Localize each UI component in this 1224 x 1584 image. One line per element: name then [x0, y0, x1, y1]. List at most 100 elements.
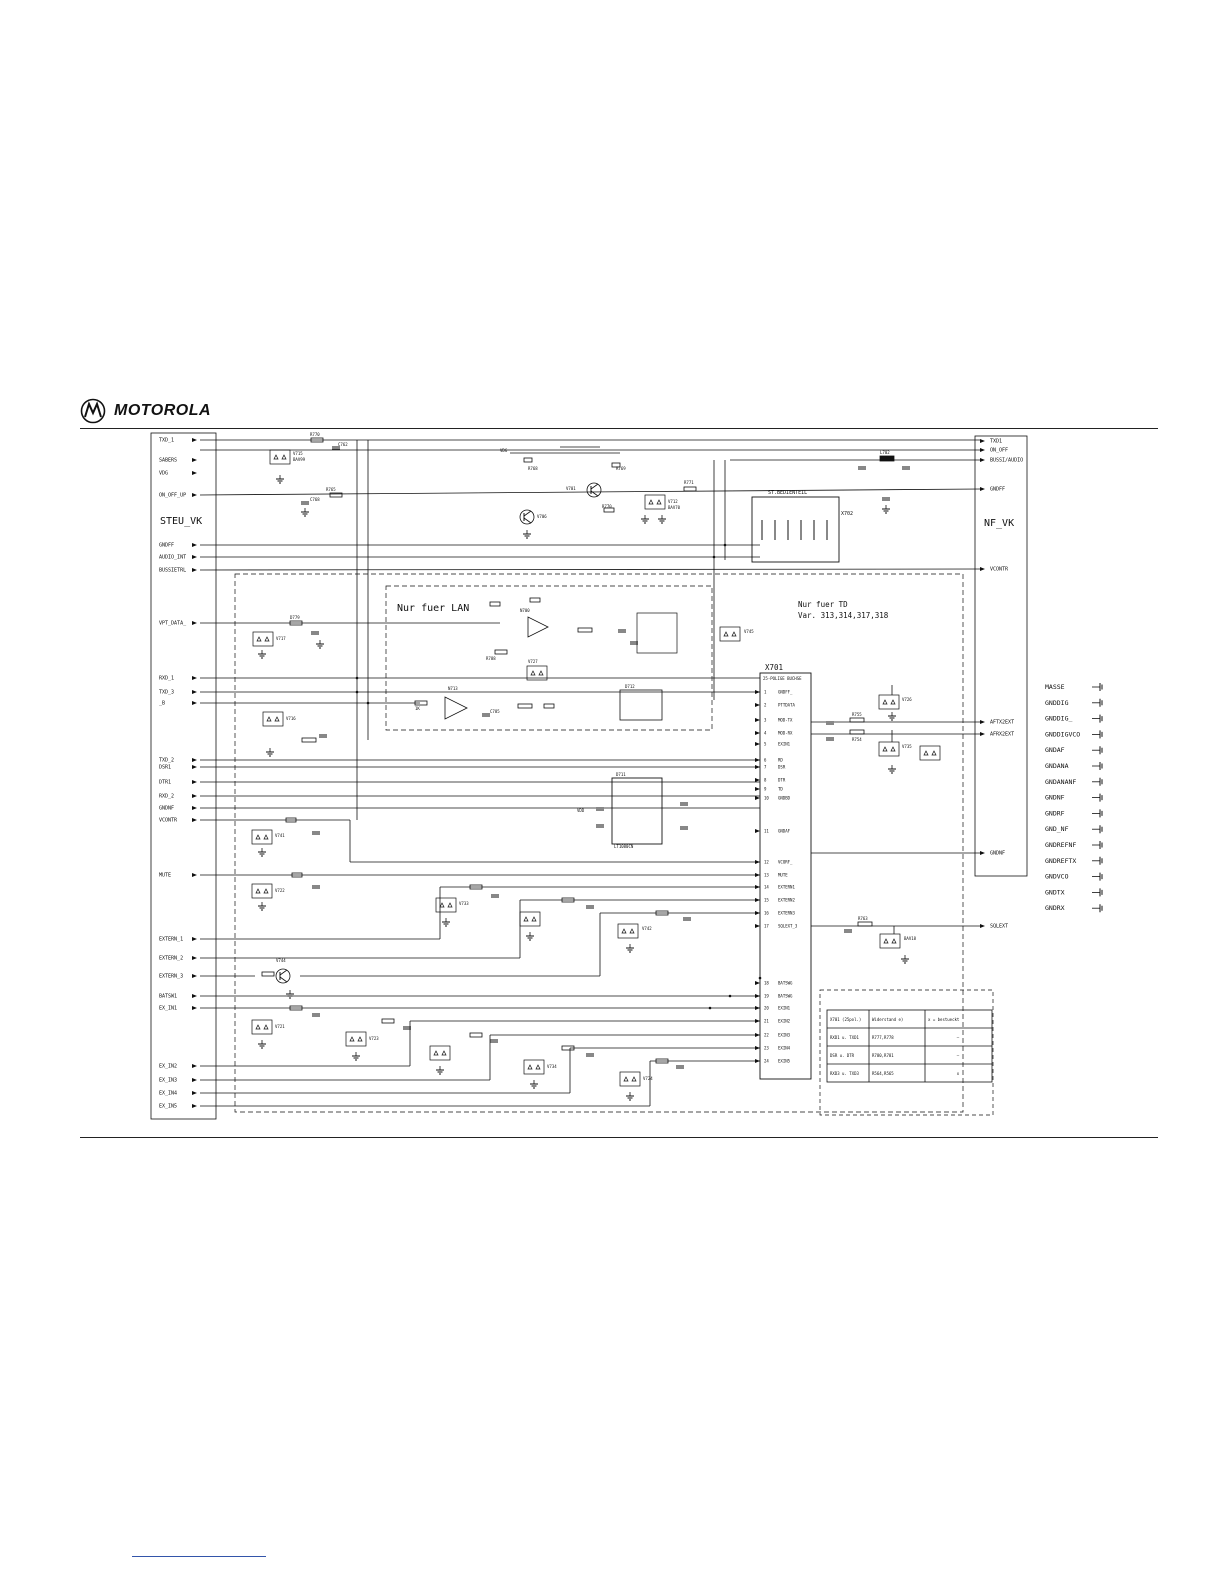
- table-header-cell: x = bestueckt: [928, 1017, 960, 1022]
- arrow-right-icon: [755, 898, 760, 902]
- x701-pin-number: 7: [764, 765, 767, 770]
- ic711-lt1080: [611, 777, 663, 845]
- left-signal-label: VPT_DATA_: [159, 621, 187, 627]
- arrow-right-icon: [755, 885, 760, 889]
- arrow-right-icon: [755, 873, 760, 877]
- x701-pin-label: EXIN1: [778, 742, 791, 747]
- junction-dot: [758, 976, 762, 980]
- arrow-right-icon: [755, 690, 760, 694]
- x701-pin-label: VCORF_: [778, 860, 793, 865]
- v722-diode-pair: [251, 883, 273, 899]
- diode-icon: [538, 670, 544, 676]
- right-signal-label: SQLEXT: [990, 924, 1008, 930]
- diode-package: [879, 933, 901, 949]
- table-header-cell: Widerstand e): [872, 1017, 903, 1022]
- arrow-right-icon: [192, 438, 197, 442]
- diode-icon: [264, 636, 270, 642]
- r791-resistor: [469, 884, 483, 890]
- x701-pin-label: MOD-TX: [778, 718, 793, 723]
- arrow-right-icon: [755, 981, 760, 985]
- right-signal-label: AFRX2EXT: [990, 732, 1014, 738]
- arrow-right-icon: [980, 448, 985, 452]
- bav99-label: BAV99: [293, 457, 306, 462]
- left-signal-label: EXTERN_3: [159, 974, 183, 980]
- junction-dot: [708, 1006, 712, 1010]
- c762-label: C762: [338, 442, 348, 447]
- diode-icon: [631, 1076, 637, 1082]
- x701-pin-number: 10: [764, 796, 769, 801]
- r742-resistor: [577, 627, 593, 633]
- diode-icon: [256, 636, 262, 642]
- diode-icon: [731, 631, 737, 637]
- v706-transistor: [519, 509, 535, 525]
- left-signal-label: VDG: [159, 471, 168, 477]
- x701-pin-number: 6: [764, 758, 767, 763]
- legend-label: GNDANANF: [1045, 778, 1076, 786]
- bottom-rule: [80, 1137, 1158, 1138]
- left-signal-label: TXD_1: [159, 438, 174, 444]
- v701-label: V701: [566, 486, 576, 491]
- r754-label: R754: [852, 737, 862, 742]
- left-signal-label: EX_IN4: [159, 1091, 177, 1097]
- td-variants: Var. 313,314,317,318: [798, 611, 889, 620]
- td-title: Nur fuer TD: [798, 600, 848, 609]
- left-signal-label: AUDIO_INT: [159, 555, 186, 561]
- v723-label: V723: [369, 1036, 379, 1041]
- d711-label: D711: [616, 772, 626, 777]
- diode-icon: [357, 1036, 363, 1042]
- diode-icon: [433, 1050, 439, 1056]
- arrow-right-icon: [192, 994, 197, 998]
- right-signal-label: ON_OFF: [990, 448, 1008, 454]
- r779-label: D779: [290, 615, 300, 620]
- arrow-right-icon: [755, 742, 760, 746]
- r769-label: R769: [616, 466, 626, 471]
- nf-vk-label: NF_VK: [984, 518, 1014, 529]
- legend-label: MASSE: [1045, 683, 1065, 691]
- left-signal-label: DTR1: [159, 780, 171, 786]
- d712-ic: [619, 689, 663, 721]
- r792-resistor: [655, 910, 669, 916]
- x701-pin-label: SQLEXT_3: [778, 924, 798, 929]
- v727-diode-pair: [526, 665, 548, 681]
- left-signal-label: EX_IN5: [159, 1104, 177, 1110]
- v724-diode-pair: [619, 1071, 641, 1087]
- diode-package: [526, 665, 548, 681]
- legend-label: GNDDIGVCO: [1045, 730, 1080, 738]
- left-signal-label: GNDNF: [159, 806, 174, 812]
- v735-diode-pair: [878, 741, 900, 757]
- arrow-right-icon: [980, 720, 985, 724]
- r768-label: R768: [528, 466, 538, 471]
- r763-label: R763: [858, 916, 868, 921]
- diode-icon: [891, 938, 897, 944]
- arrow-right-icon: [980, 439, 985, 443]
- r770b-label: R770: [602, 504, 612, 509]
- x701-pin-number: 15: [764, 898, 769, 903]
- left-signal-label: BUSSIETRL: [159, 568, 186, 574]
- arrow-right-icon: [192, 621, 197, 625]
- arrow-right-icon: [192, 765, 197, 769]
- x701-pin-number: 22: [764, 1033, 769, 1038]
- x701-pin-label: EXIN3: [778, 1033, 791, 1038]
- arrow-right-icon: [755, 994, 760, 998]
- diode-package: [252, 631, 274, 647]
- diode-icon: [266, 716, 272, 722]
- arrow-right-icon: [192, 806, 197, 810]
- transistor-emitter: [590, 490, 599, 497]
- right-signal-label: TXD1: [990, 439, 1002, 445]
- x701-pin-label: RD: [778, 758, 783, 763]
- legend-label: GNDVCO: [1045, 873, 1069, 881]
- r794-resistor: [469, 1032, 483, 1038]
- c785b-label: C785: [490, 709, 500, 714]
- legend-label: GNDDIG: [1045, 699, 1069, 707]
- r790b-resistor: [561, 897, 575, 903]
- arrow-right-icon: [755, 796, 760, 800]
- v717-diode-pair: [252, 631, 274, 647]
- r755-label: R755: [852, 712, 862, 717]
- table-cell: —: [957, 1035, 960, 1040]
- x701-pin-label: DSR: [778, 765, 786, 770]
- diode-icon: [656, 499, 662, 505]
- arrow-right-icon: [192, 818, 197, 822]
- junction-dot: [728, 994, 732, 998]
- diode-package: [251, 1019, 273, 1035]
